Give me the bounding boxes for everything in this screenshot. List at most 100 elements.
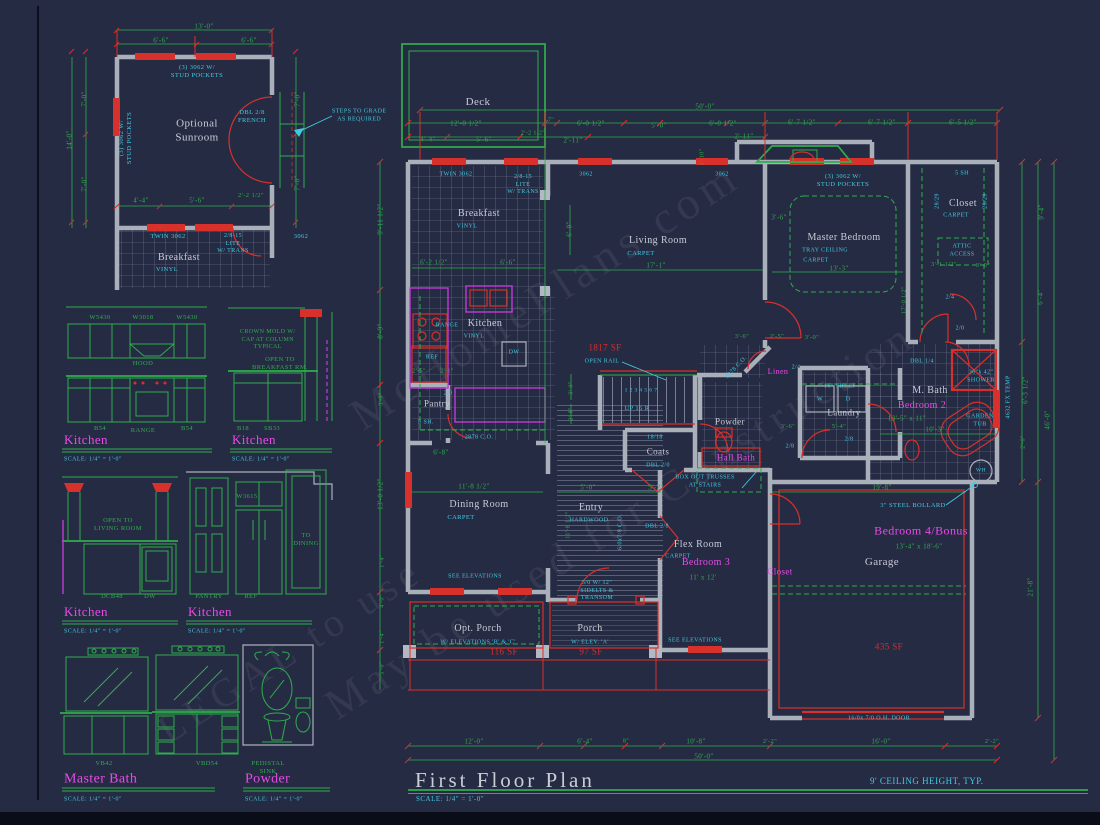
deck-outline: [401, 43, 546, 148]
door-swings: [447, 293, 977, 605]
room-name: Breakfast: [158, 251, 200, 263]
room-name: Bedroom 2: [897, 399, 947, 411]
finish: HARDWOOD: [569, 517, 609, 524]
cabinet: VBD54: [195, 759, 219, 767]
room-name: Deck: [465, 96, 491, 109]
master-bath-elevations: [60, 645, 240, 755]
dim: 17'-1": [646, 261, 666, 270]
door-note: 16/0x 7/0 O.H. DOOR: [847, 715, 911, 722]
dim: 6'-2 1/2": [420, 258, 448, 267]
dim: 6'-9": [565, 221, 574, 237]
leader-lines: [294, 115, 974, 506]
section-title: Kitchen: [232, 431, 276, 447]
dim: 17'-0 1/2": [901, 286, 908, 314]
cabinet: B18: [236, 424, 250, 432]
title-underlines: [62, 448, 1088, 794]
fixture: PEDISTAL SINK: [251, 759, 285, 775]
dim: 46'-0": [1043, 410, 1052, 430]
room-name: Hall Bath: [716, 452, 756, 463]
door-note: 3/0 W/ 12" SIDELTS & TRANSOM: [580, 579, 614, 601]
dim: 6'-6": [241, 36, 257, 45]
door-size: DBL 2/8: [645, 523, 669, 530]
kitchen-elevation-1: [66, 306, 207, 423]
kitchen-elevation-3: [62, 476, 178, 595]
scale-note: SCALE: 1/4" = 1'-0": [64, 628, 122, 635]
plan-scale-note: SCALE: 1/4" = 1'-0": [416, 795, 485, 803]
room-name: Garage: [864, 556, 900, 569]
door-size: 28/29: [934, 193, 941, 209]
kitchen-elevation-4: [186, 469, 333, 595]
dim: 10'-3": [925, 425, 945, 434]
note: ATTIC ACCESS: [949, 243, 975, 258]
finish: CARPET: [665, 553, 691, 560]
scale-note: SCALE: 1/4" = 1'-0": [232, 456, 290, 463]
dim: 13'-0 1/2": [376, 478, 385, 510]
door-size: 2/0: [955, 325, 965, 332]
door-size: 18/18: [647, 434, 663, 441]
sheet-edge-left: [37, 6, 39, 800]
room-name: Optional Sunroom: [175, 117, 219, 143]
dim: 2'-5": [412, 368, 426, 375]
section-title: Powder: [245, 771, 291, 787]
dim: 6'-7 1/2": [788, 118, 816, 127]
dim: 3'-6": [734, 332, 750, 340]
window-size: 3062: [579, 171, 593, 178]
room-name: M. Bath: [912, 384, 948, 396]
note: BOX OUT TRUSSES AT STAIRS: [675, 474, 735, 489]
window-size: 3062: [715, 171, 729, 178]
door-size: 28/29: [982, 193, 989, 209]
area: 435 SF: [874, 641, 904, 652]
dim: 6'-3 1/2": [1021, 376, 1030, 404]
dimension-ticks: [68, 27, 1058, 764]
dim: 5'-6": [476, 135, 492, 144]
dim: 6'-8": [433, 448, 449, 457]
room-name: Master Bedroom: [807, 231, 881, 243]
scale-note: SCALE: 1/4" = 1'-0": [245, 796, 303, 803]
dim: 9'-11 1/2": [376, 203, 385, 235]
room-name: Closet: [949, 197, 977, 209]
dim: 7'-0": [80, 176, 89, 192]
dim: 2'-8": [568, 407, 575, 421]
dim: 1'-10": [699, 148, 706, 166]
dim: 6'-7 1/2": [868, 118, 896, 127]
fixture: GARDEN TUB: [966, 413, 994, 428]
room-name: Kitchen: [467, 317, 503, 329]
dim: 3'-1 1/2": [930, 260, 958, 268]
dim: 10'-8": [686, 737, 706, 746]
dim: 2'-2": [762, 737, 778, 745]
cabinet: SB33: [263, 424, 281, 432]
note: SEE ELEVATIONS: [668, 637, 722, 644]
area: 1817 SF: [588, 342, 622, 353]
room-name: Pantry: [424, 398, 450, 409]
note: OPEN RAIL: [584, 358, 620, 365]
dim: 13'-0": [194, 22, 214, 31]
room-name: Linen: [767, 367, 789, 376]
finish: CARPET: [803, 257, 829, 264]
fixture: 36"x 42" SHOWER: [967, 369, 995, 384]
note: OPEN TO LIVING ROOM: [94, 516, 142, 532]
dim: 12'-0 1/2": [450, 119, 482, 128]
dim: 9'-4": [1037, 204, 1046, 220]
note: 4632 FX TEMP: [1005, 375, 1012, 419]
dim: 8'-9": [376, 323, 385, 339]
cabinet: DCB48: [101, 592, 123, 600]
finish: TRAY CEILING: [802, 247, 848, 254]
note: 5 SH: [955, 170, 969, 177]
cabinet: PANTRY: [195, 592, 223, 600]
dim: 5'-2": [648, 483, 664, 492]
cabinet: W5430: [89, 313, 111, 321]
dim: 3'-0": [378, 392, 385, 406]
window-size: TWIN 3062: [150, 232, 186, 240]
door-size: 2/4: [791, 364, 801, 371]
scale-note: SCALE: 1/4" = 1'-0": [64, 456, 122, 463]
window-note: (3) 3062 W/ STUD POCKETS: [816, 172, 870, 188]
dim: 6'-4": [577, 737, 593, 746]
finish: VINYL: [456, 223, 478, 230]
dim: 14'-0": [65, 130, 74, 150]
dim: 3'-6": [771, 213, 787, 222]
dim: 11' x 12': [689, 573, 717, 582]
note: SEE ELEVATIONS: [448, 573, 502, 580]
note: STEPS TO GRADE AS REQUIRED: [332, 108, 387, 123]
area: 97 SF: [579, 646, 603, 657]
